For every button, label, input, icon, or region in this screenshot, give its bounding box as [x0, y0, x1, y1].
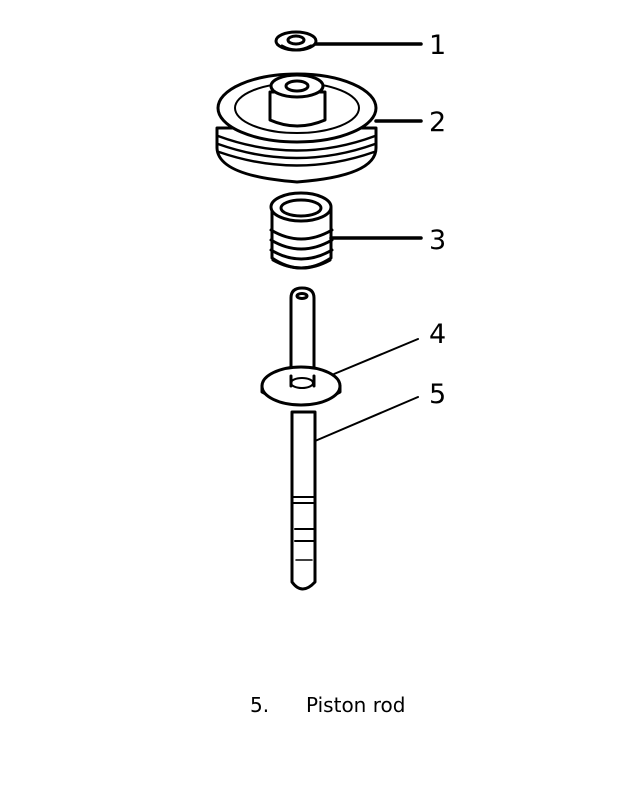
exploded-parts-diagram: 1 2 3 4 5	[215, 30, 446, 591]
part-3-spring	[269, 191, 334, 270]
callout-1: 1	[429, 30, 446, 61]
caption-text: Piston rod	[306, 693, 406, 717]
part-5-piston-rod	[289, 286, 317, 591]
part-2-piston	[215, 72, 378, 184]
leader-line-5	[314, 396, 419, 442]
part-1-retaining-ring	[274, 30, 318, 52]
callout-3: 3	[429, 225, 446, 256]
callout-2: 2	[429, 107, 446, 138]
leader-line-4	[333, 338, 419, 375]
callout-4: 4	[429, 319, 446, 350]
leader-lines	[314, 42, 423, 442]
caption-number: 5.	[250, 693, 270, 717]
callout-5: 5	[429, 379, 446, 410]
part-4-washer	[260, 365, 342, 407]
part-caption: 5. Piston rod	[250, 693, 405, 717]
